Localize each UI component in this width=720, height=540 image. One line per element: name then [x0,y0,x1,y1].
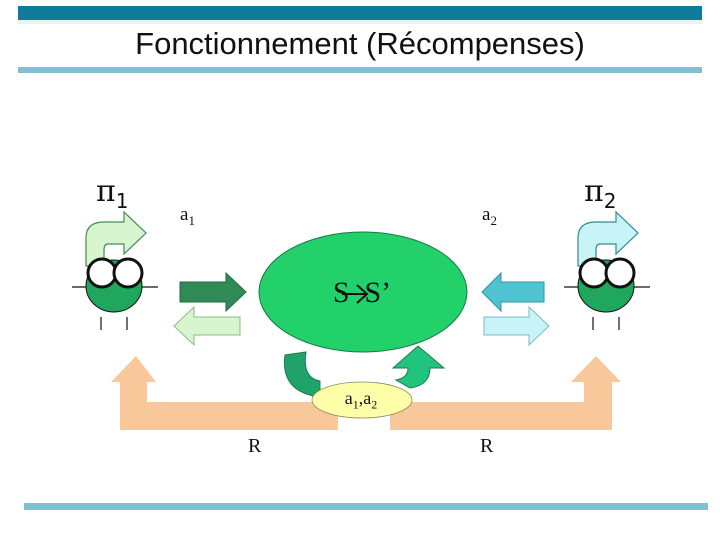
observation-arrow-left [173,305,241,347]
policy-label-2: π2 [584,174,617,213]
agent-1-eye-left [86,257,118,289]
reward-label-1: R [248,435,262,457]
env-loop-arrow-right [391,345,446,389]
reward-label-2: R [480,435,494,457]
state-transition-label: S S’ [272,276,452,310]
policy-label-1: π1 [96,174,129,213]
agent-2-eye-right [604,257,636,289]
joint-action-label: a1,a2 [344,388,378,412]
action-arrow-right [481,271,545,313]
title-underline [18,67,702,73]
reward-arrow-left [111,356,338,430]
agent-2-loop-arrow [577,210,639,267]
action-arrow-left [179,271,247,313]
header-bar-highlight [18,20,702,24]
agent-2-eye-left [578,257,610,289]
action-label-1: a1 [180,204,195,228]
state-transition-text: S S’ [332,276,392,309]
agent-1 [72,210,158,330]
agent-1-loop-arrow [85,210,147,267]
slide-title: Fonctionnement (Récompenses) [135,26,585,61]
reward-arrow-right [390,356,621,430]
joint-action-bubble [311,381,413,419]
footer-bar [24,503,708,510]
agent-2 [564,210,650,330]
header-bar [18,6,702,20]
env-loop-arrow-left [283,351,321,398]
observation-arrow-right [483,305,550,347]
action-label-2: a2 [482,204,497,228]
agent-1-eye-right [112,257,144,289]
